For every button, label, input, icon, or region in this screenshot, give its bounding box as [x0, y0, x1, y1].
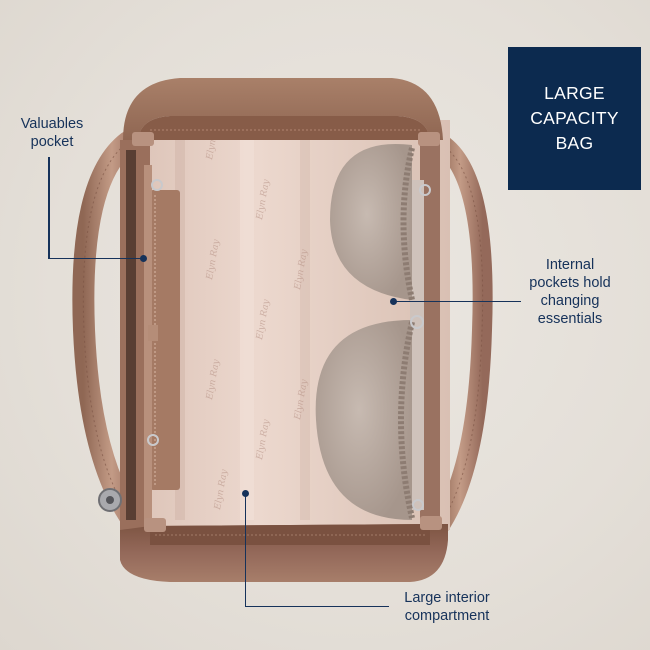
large-interior-callout-line-horizontal: [244, 605, 389, 607]
internal-pockets-callout-line: [393, 300, 521, 302]
badge-line-2: CAPACITY: [530, 108, 619, 128]
large-capacity-badge: LARGE CAPACITY BAG: [508, 47, 641, 190]
internal-pockets-label: Internal pockets hold changing essential…: [515, 256, 625, 328]
interior-label-line-2: compartment: [404, 608, 490, 624]
valuables-callout-line-horizontal: [48, 257, 144, 259]
internal-label-line-4: essentials: [537, 311, 603, 327]
interior-label-line-1: Large interior: [404, 590, 490, 606]
internal-label-line-2: pockets hold: [529, 275, 611, 291]
badge-line-1: LARGE: [544, 83, 605, 103]
valuables-callout-line-vertical: [48, 157, 50, 259]
internal-label-line-3: changing: [540, 293, 600, 309]
valuables-pocket-label: Valuables pocket: [12, 115, 92, 151]
large-interior-callout-line-vertical: [244, 493, 246, 607]
internal-label-line-1: Internal: [545, 257, 595, 273]
internal-pockets-callout-dot: [389, 297, 397, 305]
valuables-label-line-1: Valuables: [20, 116, 84, 132]
badge-line-3: BAG: [555, 133, 594, 153]
valuables-callout-dot: [140, 254, 147, 262]
valuables-label-line-2: pocket: [30, 134, 74, 150]
large-interior-label: Large interior compartment: [392, 589, 502, 625]
